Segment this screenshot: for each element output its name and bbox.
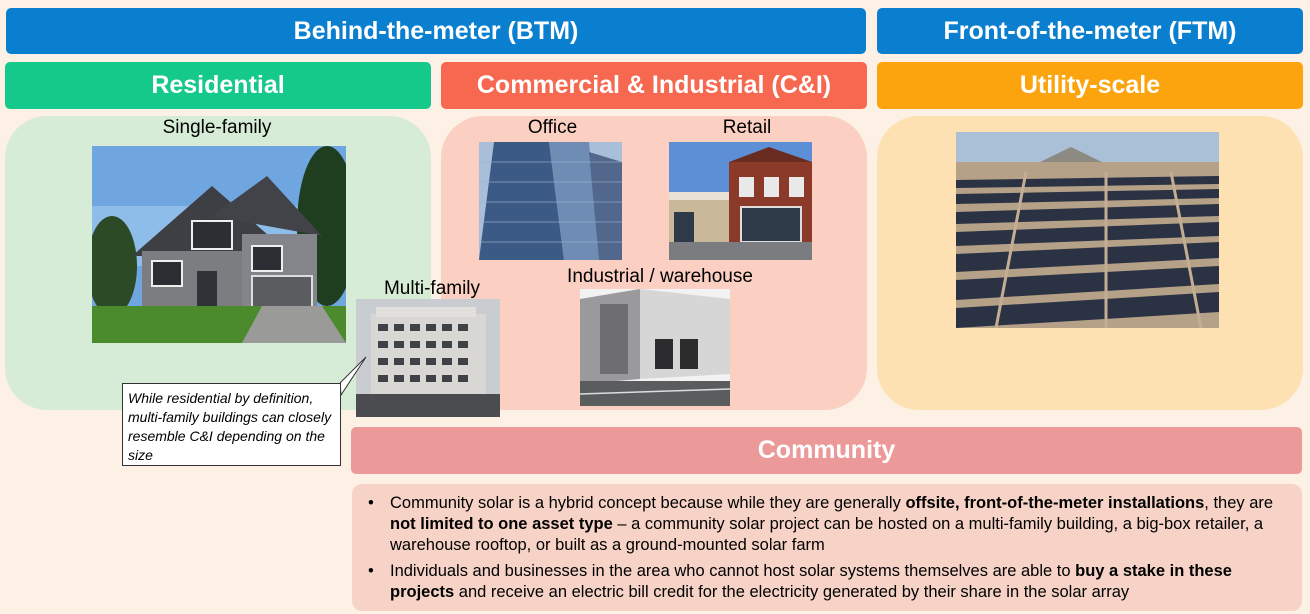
community-bullet: • Individuals and businesses in the area … bbox=[368, 561, 1288, 603]
warehouse-image bbox=[580, 289, 730, 406]
community-bullets: • Community solar is a hybrid concept bec… bbox=[368, 493, 1288, 608]
bullet-text-run: and receive an electric bill credit for … bbox=[454, 583, 1130, 601]
community-bullet: • Community solar is a hybrid concept bec… bbox=[368, 493, 1288, 556]
single-family-label: Single-family bbox=[162, 117, 272, 138]
industrial-label: Industrial / warehouse bbox=[567, 266, 753, 287]
bullet-text-run: offsite, front-of-the-meter installation… bbox=[905, 494, 1205, 512]
bullet-text-run: , they are bbox=[1204, 494, 1274, 512]
office-building-image bbox=[479, 142, 622, 260]
solar-farm-image bbox=[956, 132, 1219, 328]
office-label: Office bbox=[527, 117, 578, 138]
multi-family-callout: While residential by definition, multi-f… bbox=[122, 383, 341, 466]
retail-building-image bbox=[669, 142, 812, 260]
multi-family-building-image bbox=[356, 299, 500, 417]
community-description-box bbox=[352, 484, 1302, 611]
utility-header: Utility-scale bbox=[877, 62, 1303, 109]
retail-label: Retail bbox=[722, 117, 772, 138]
single-family-house-image bbox=[92, 146, 346, 343]
bullet-text-run: buy a stake in these projects bbox=[390, 562, 1232, 601]
multi-family-label: Multi-family bbox=[383, 278, 481, 299]
ci-header: Commercial & Industrial (C&I) bbox=[441, 62, 867, 109]
bullet-text-run: – a community solar project can be hoste… bbox=[390, 515, 1264, 554]
residential-header: Residential bbox=[5, 62, 431, 109]
btm-header: Behind-the-meter (BTM) bbox=[6, 8, 866, 54]
bullet-dot-icon: • bbox=[368, 562, 374, 580]
bullet-text-run: Individuals and businesses in the area w… bbox=[390, 562, 1076, 580]
community-header: Community bbox=[351, 427, 1302, 474]
bullet-text-run: not limited to one asset type bbox=[390, 515, 613, 533]
ftm-header: Front-of-the-meter (FTM) bbox=[877, 8, 1303, 54]
bullet-dot-icon: • bbox=[368, 494, 374, 512]
bullet-text-run: Community solar is a hybrid concept beca… bbox=[390, 494, 906, 512]
